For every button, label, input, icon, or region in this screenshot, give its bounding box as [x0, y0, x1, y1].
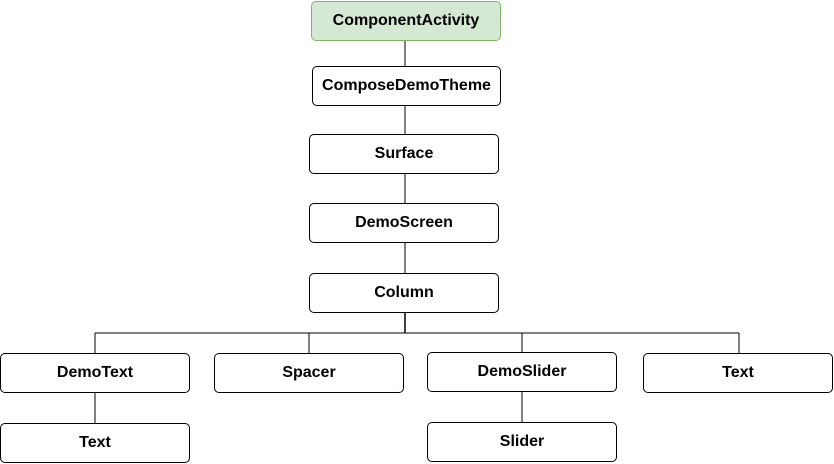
node-label: ComposeDemoTheme — [322, 77, 491, 94]
node-label: Surface — [374, 145, 434, 162]
node-surface: Surface — [309, 134, 499, 174]
node-demo-slider: DemoSlider — [427, 352, 617, 392]
node-component-activity: ComponentActivity — [311, 1, 501, 41]
node-label: Slider — [499, 433, 545, 450]
node-demo-text: DemoText — [0, 353, 190, 393]
node-label: Column — [374, 284, 434, 301]
node-label: Text — [79, 434, 111, 451]
node-slider: Slider — [427, 422, 617, 462]
node-label: Text — [722, 364, 754, 381]
node-demo-screen: DemoScreen — [309, 203, 499, 243]
node-label: ComponentActivity — [332, 12, 480, 29]
node-compose-demo-theme: ComposeDemoTheme — [312, 66, 501, 106]
node-label: DemoScreen — [355, 214, 453, 231]
node-label: Spacer — [282, 364, 336, 381]
node-spacer: Spacer — [214, 353, 404, 393]
node-label: DemoText — [56, 364, 134, 381]
node-column: Column — [309, 273, 499, 313]
node-text-bottom: Text — [0, 423, 190, 463]
node-text-right: Text — [643, 353, 833, 393]
node-label: DemoSlider — [477, 363, 567, 380]
